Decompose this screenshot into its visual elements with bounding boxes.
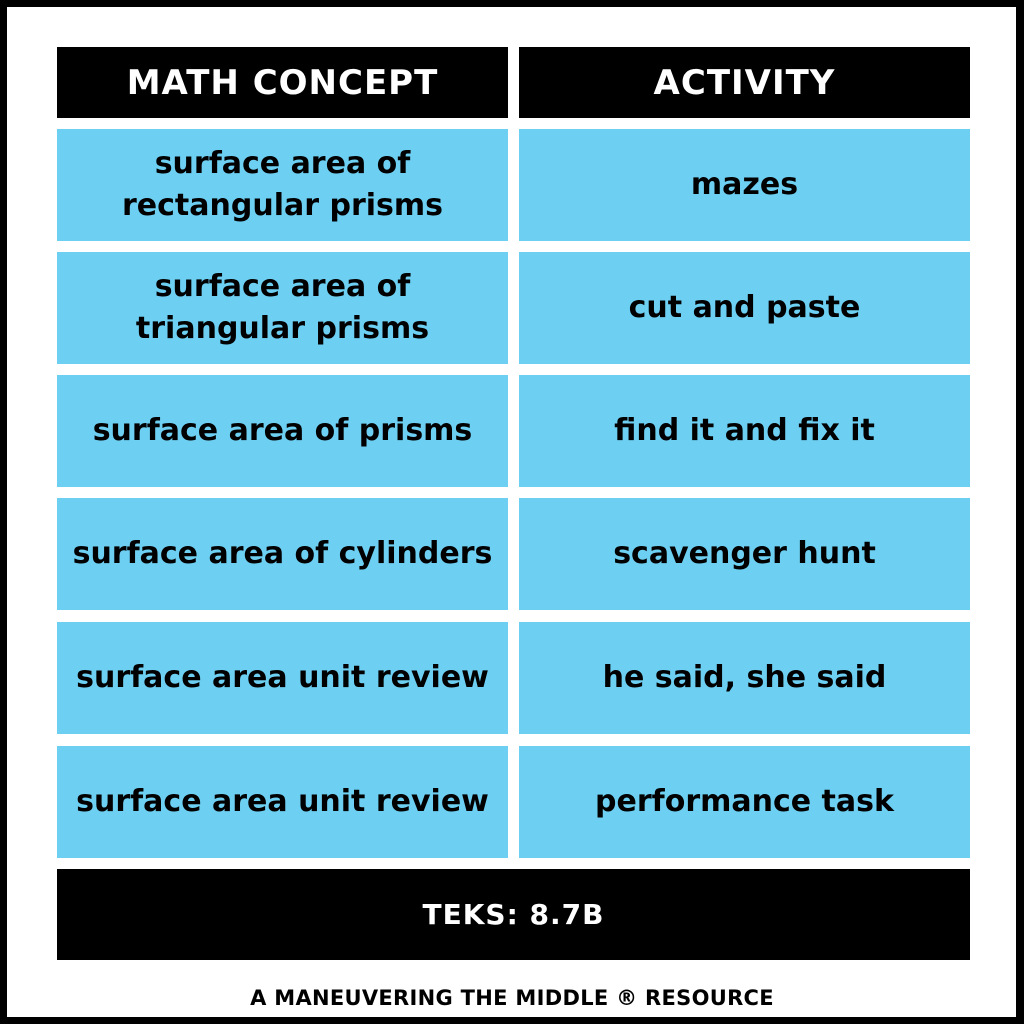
teks-footer: TEKS: 8.7B	[57, 869, 970, 960]
header-activity: ACTIVITY	[519, 47, 970, 118]
concept-cell: surface area unit review	[57, 746, 508, 858]
concept-cell: surface area of prisms	[57, 375, 508, 487]
concept-cell: surface area of triangular prisms	[57, 252, 508, 364]
activity-cell: find it and fix it	[519, 375, 970, 487]
resource-credit: A MANEUVERING THE MIDDLE ® RESOURCE	[250, 986, 774, 1010]
activity-cell: mazes	[519, 129, 970, 241]
activity-cell: cut and paste	[519, 252, 970, 364]
activity-cell: he said, she said	[519, 622, 970, 734]
concept-cell: surface area unit review	[57, 622, 508, 734]
concept-cell: surface area of rectangular prisms	[57, 129, 508, 241]
concept-cell: surface area of cylinders	[57, 498, 508, 610]
activity-cell: scavenger hunt	[519, 498, 970, 610]
activity-cell: performance task	[519, 746, 970, 858]
header-math-concept: MATH CONCEPT	[57, 47, 508, 118]
